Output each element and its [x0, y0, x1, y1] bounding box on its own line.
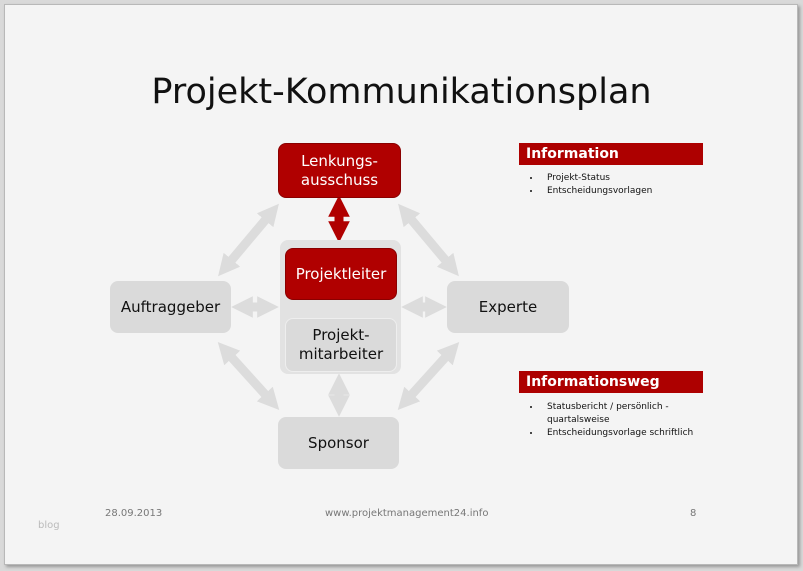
list-item: Statusbericht / persönlich - quartalswei…: [541, 401, 701, 427]
list-item: Entscheidungsvorlagen: [541, 185, 721, 198]
arrow-experte-sponsor: [397, 341, 460, 411]
slide-title: Projekt-Kommunikationsplan: [151, 72, 652, 112]
node-experte[interactable]: Experte: [447, 281, 569, 333]
informationsweg-header: Informationsweg: [519, 371, 703, 393]
information-header: Information: [519, 143, 703, 165]
footer-blog: blog: [38, 520, 60, 531]
node-auftraggeber[interactable]: Auftraggeber: [110, 281, 231, 333]
arrow-auftraggeber-lenkung: [218, 203, 279, 277]
list-item: Entscheidungsvorlage schriftlich: [541, 427, 701, 440]
node-lenkungsausschuss[interactable]: Lenkungs- ausschuss: [278, 143, 401, 198]
information-list: Projekt-Status Entscheidungsvorlagen: [519, 172, 721, 198]
footer-date: 28.09.2013: [105, 508, 163, 519]
arrow-auftraggeber-sponsor: [217, 341, 280, 411]
node-projektmitarbeiter[interactable]: Projekt- mitarbeiter: [285, 318, 397, 372]
footer-url: www.projektmanagement24.info: [325, 508, 489, 519]
informationsweg-list: Statusbericht / persönlich - quartalswei…: [519, 401, 701, 440]
list-item: Projekt-Status: [541, 172, 721, 185]
node-projektleiter[interactable]: Projektleiter: [285, 248, 397, 300]
arrow-experte-lenkung: [398, 203, 459, 277]
node-sponsor[interactable]: Sponsor: [278, 417, 399, 469]
footer-page-number: 8: [690, 508, 697, 519]
